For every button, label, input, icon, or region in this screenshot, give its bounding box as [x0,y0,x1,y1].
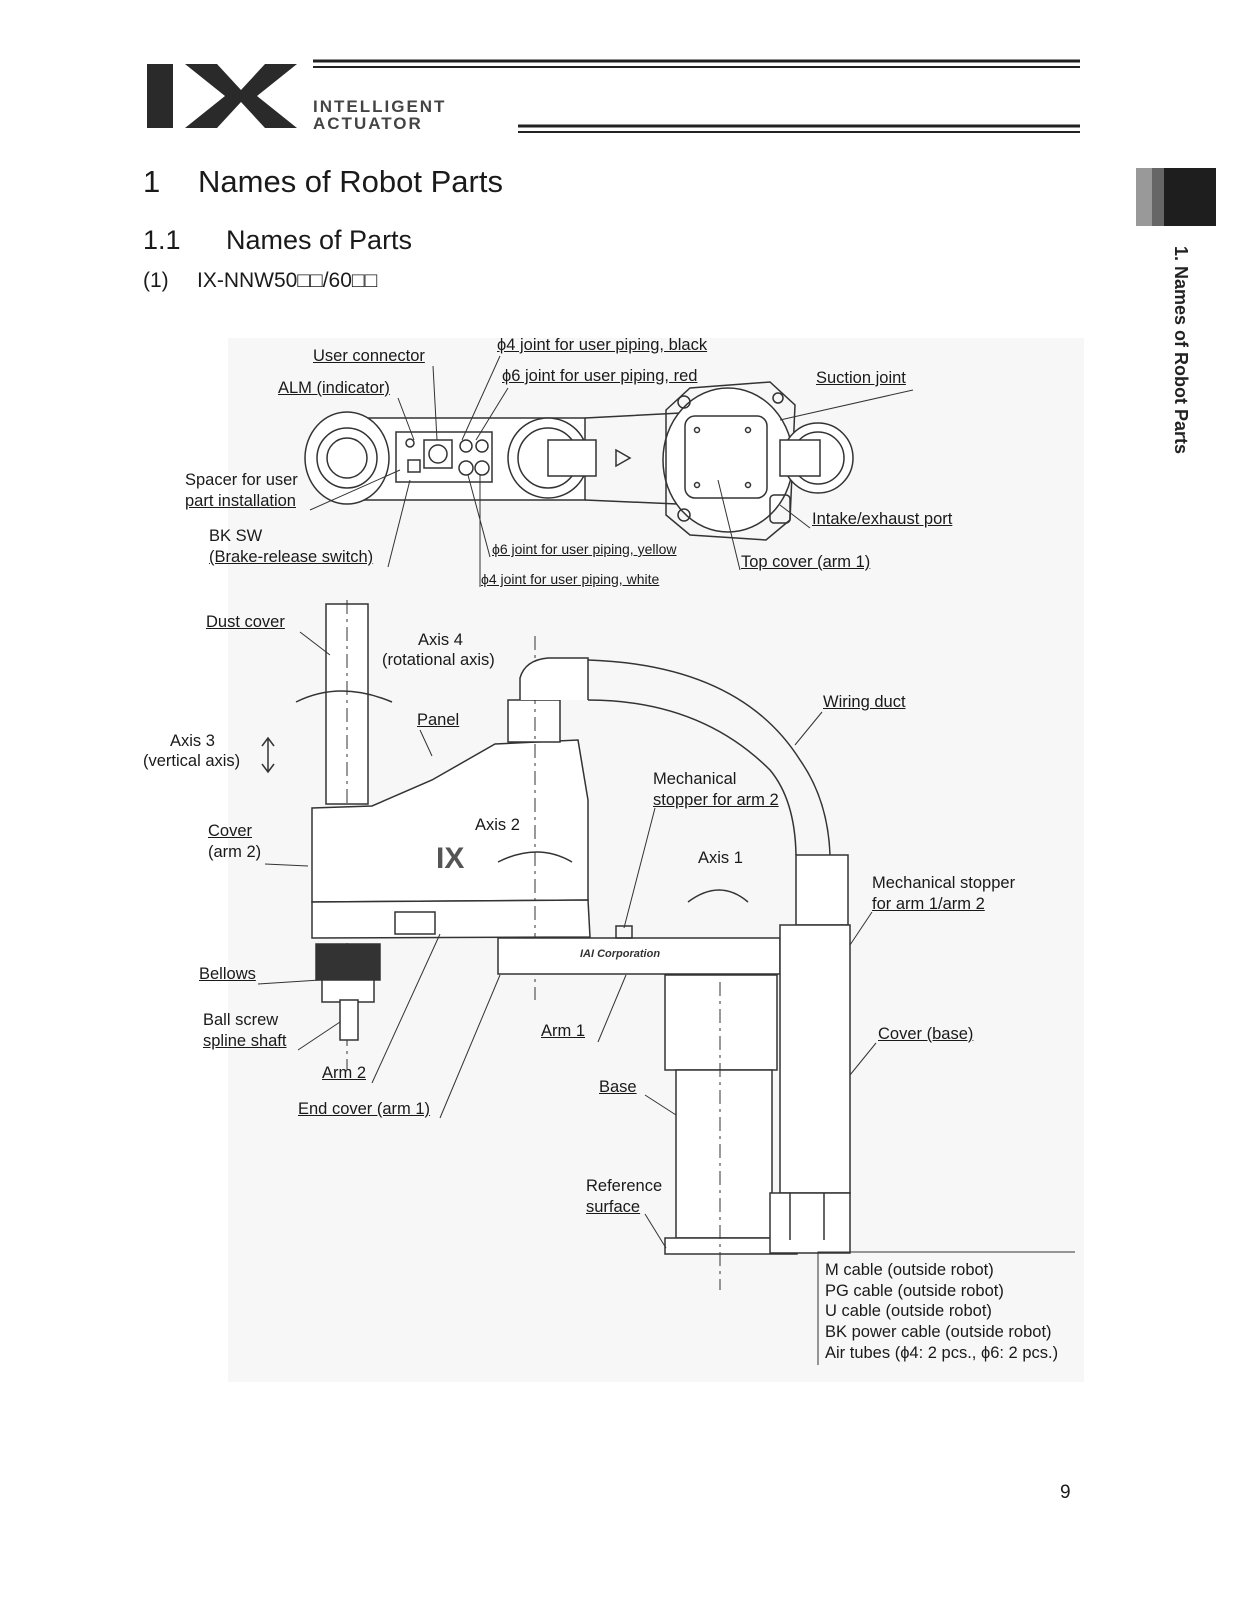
label-bellows: Bellows [199,965,256,983]
subsection-title: Names of Parts [226,225,413,255]
label-alm-indicator: ALM (indicator) [278,379,390,397]
label-cover-arm2-line2: (arm 2) [208,843,262,861]
label-cover-base: Cover (base) [878,1025,974,1043]
label-cable-pg: PG cable (outside robot) [825,1282,1004,1300]
label-base: Base [599,1078,637,1096]
label-joint4-black: ϕ4 joint for user piping, black [497,336,708,354]
arm1-marking: IAI Corporation [580,948,661,960]
label-mech-stopper-arm2-line1: Mechanical [653,770,737,788]
label-arm2: Arm 2 [322,1064,367,1082]
label-spacer-line1: Spacer for user [185,471,298,489]
label-air-tubes: Air tubes (ϕ4: 2 pcs., ϕ6: 2 pcs.) [825,1344,1059,1362]
label-top-cover: Top cover (arm 1) [741,553,871,571]
label-axis4-line2: (rotational axis) [382,651,495,669]
label-ballscrew-line1: Ball screw [203,1011,279,1029]
label-mech-stopper-arm12-line2: for arm 1/arm 2 [872,895,985,913]
section-title: Names of Robot Parts [198,164,503,199]
label-mech-stopper-arm12-line1: Mechanical stopper [872,874,1016,892]
label-mech-stopper-arm2-line2: stopper for arm 2 [653,791,779,809]
label-bksw-line1: BK SW [209,527,263,545]
ix-logo-icon [147,64,297,128]
item-number: (1) [143,269,169,292]
chapter-tab [1136,168,1216,226]
label-axis1: Axis 1 [698,849,743,867]
label-arm1: Arm 1 [541,1022,586,1040]
top-view-robot [304,381,854,541]
label-user-connector: User connector [313,347,425,365]
leader-lines [257,355,1075,1365]
label-joint6-red: ϕ6 joint for user piping, red [502,367,698,385]
label-suction-joint: Suction joint [816,369,906,387]
label-reference-line2: surface [586,1198,641,1216]
robot-logo-mark: IX [436,842,465,875]
label-cable-u: U cable (outside robot) [825,1302,992,1320]
side-view-robot [261,600,851,1290]
label-reference-line1: Reference [586,1177,663,1195]
label-panel: Panel [417,711,460,729]
label-joint4-white: ϕ4 joint for user piping, white [481,571,660,587]
header-logo: INTELLIGENT ACTUATOR [145,58,1085,138]
label-cable-m: M cable (outside robot) [825,1261,994,1279]
item-title: IX-NNW50□□/60□□ [197,269,378,292]
label-axis2: Axis 2 [475,816,520,834]
label-cover-arm2-line1: Cover [208,822,253,840]
subsection-number: 1.1 [143,225,181,255]
section-number: 1 [143,164,161,199]
label-axis3-line1: Axis 3 [170,732,215,750]
label-dust-cover: Dust cover [206,613,285,631]
label-bksw-line2: (Brake-release switch) [209,548,374,566]
page-number: 9 [1060,1482,1071,1503]
label-cable-bk: BK power cable (outside robot) [825,1323,1052,1341]
label-axis4-line1: Axis 4 [418,631,463,649]
label-ballscrew-line2: spline shaft [203,1032,287,1050]
label-axis3-line2: (vertical axis) [143,752,241,770]
chapter-side-label: 1. Names of Robot Parts [1171,246,1191,455]
label-end-cover: End cover (arm 1) [298,1100,431,1118]
logo-line-actuator: ACTUATOR [313,114,423,133]
header-rule [313,59,1080,133]
label-joint6-yellow: ϕ6 joint for user piping, yellow [492,541,677,557]
label-wiring-duct: Wiring duct [823,693,906,711]
label-spacer-line2: part installation [185,492,296,510]
logo-line-intelligent: INTELLIGENT [313,97,447,116]
label-intake-exhaust: Intake/exhaust port [812,510,953,528]
